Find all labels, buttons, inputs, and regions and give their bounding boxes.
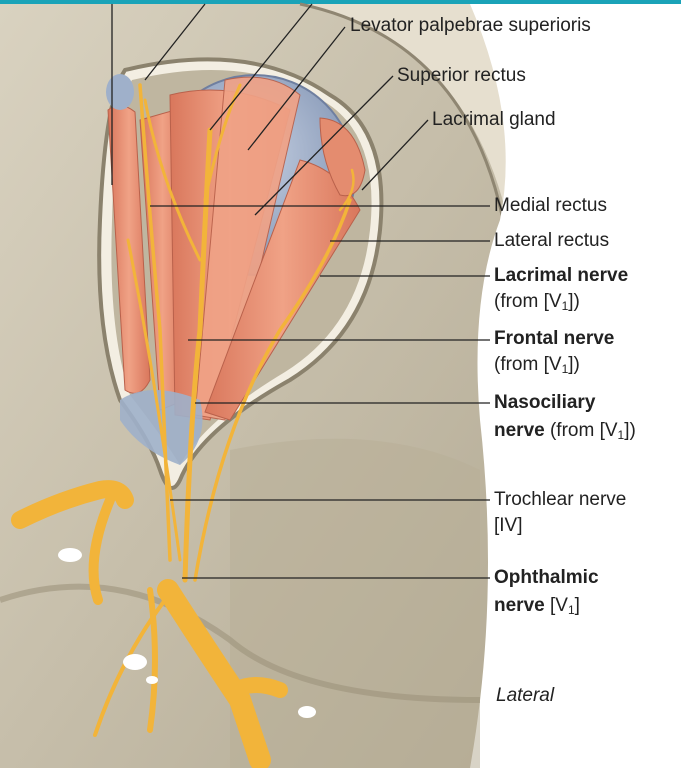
accent-bar (0, 0, 681, 4)
leader-lines (111, 3, 490, 579)
label-nasociliary-nerve-origin: nerve (from [V1]) (494, 420, 636, 442)
foramen-2 (123, 654, 147, 670)
label-nasociliary-nerve: Nasociliary (494, 392, 596, 413)
label-lacrimal-nerve: Lacrimal nerve (494, 265, 629, 286)
lower-bone-ridge (0, 583, 481, 703)
supratrochlear-branch (143, 98, 202, 262)
label-levator-palpebrae-superioris: Levator palpebrae superioris (350, 15, 591, 36)
leader-top-1 (144, 3, 206, 81)
label-frontal-nerve-origin: (from [V1]) (494, 354, 580, 376)
oculomotor-nerve (11, 480, 134, 529)
label-area (470, 4, 681, 768)
label-lacrimal-gland: Lacrimal gland (432, 109, 556, 130)
label-lateral-rectus: Lateral rectus (494, 230, 610, 251)
label-superior-rectus: Superior rectus (397, 65, 526, 86)
label-ophthalmic-nerve-number: nerve [V1] (494, 595, 580, 617)
skull-vault (300, 4, 520, 230)
label-frontal-nerve: Frontal nerve (494, 328, 615, 349)
nerve-stub (88, 495, 115, 605)
nerve-stub-right (227, 677, 288, 698)
foramen-1 (58, 548, 82, 562)
label-lacrimal-nerve-origin: (from [V1]) (494, 291, 580, 313)
label-medial-rectus: Medial rectus (494, 195, 607, 216)
trochlea (106, 74, 134, 110)
trochlear-nerve (138, 83, 172, 562)
ophthalmic-trunk-2 (147, 587, 158, 733)
label-ophthalmic-nerve: Ophthalmic (494, 567, 599, 588)
leader-lacrimal-gland (361, 119, 429, 191)
label-trochlear-nerve-number: [IV] (494, 515, 523, 536)
nerves (11, 83, 355, 768)
label-trochlear-nerve: Trochlear nerve (494, 489, 627, 510)
foramen-4 (146, 676, 158, 684)
fossa-shadow (230, 438, 480, 768)
lacrimal-nerve (193, 198, 352, 582)
supraorbital-branch (203, 83, 242, 202)
label-orientation-lateral: Lateral (496, 685, 555, 706)
leader-levator-b (209, 3, 313, 131)
skull-vault-edge (299, 2, 507, 231)
leader-levator (247, 26, 346, 151)
levator-muscle (194, 76, 301, 421)
foramen-3 (298, 706, 316, 718)
leader-superior-rectus (254, 75, 394, 216)
lacrimal-branch (338, 168, 355, 212)
